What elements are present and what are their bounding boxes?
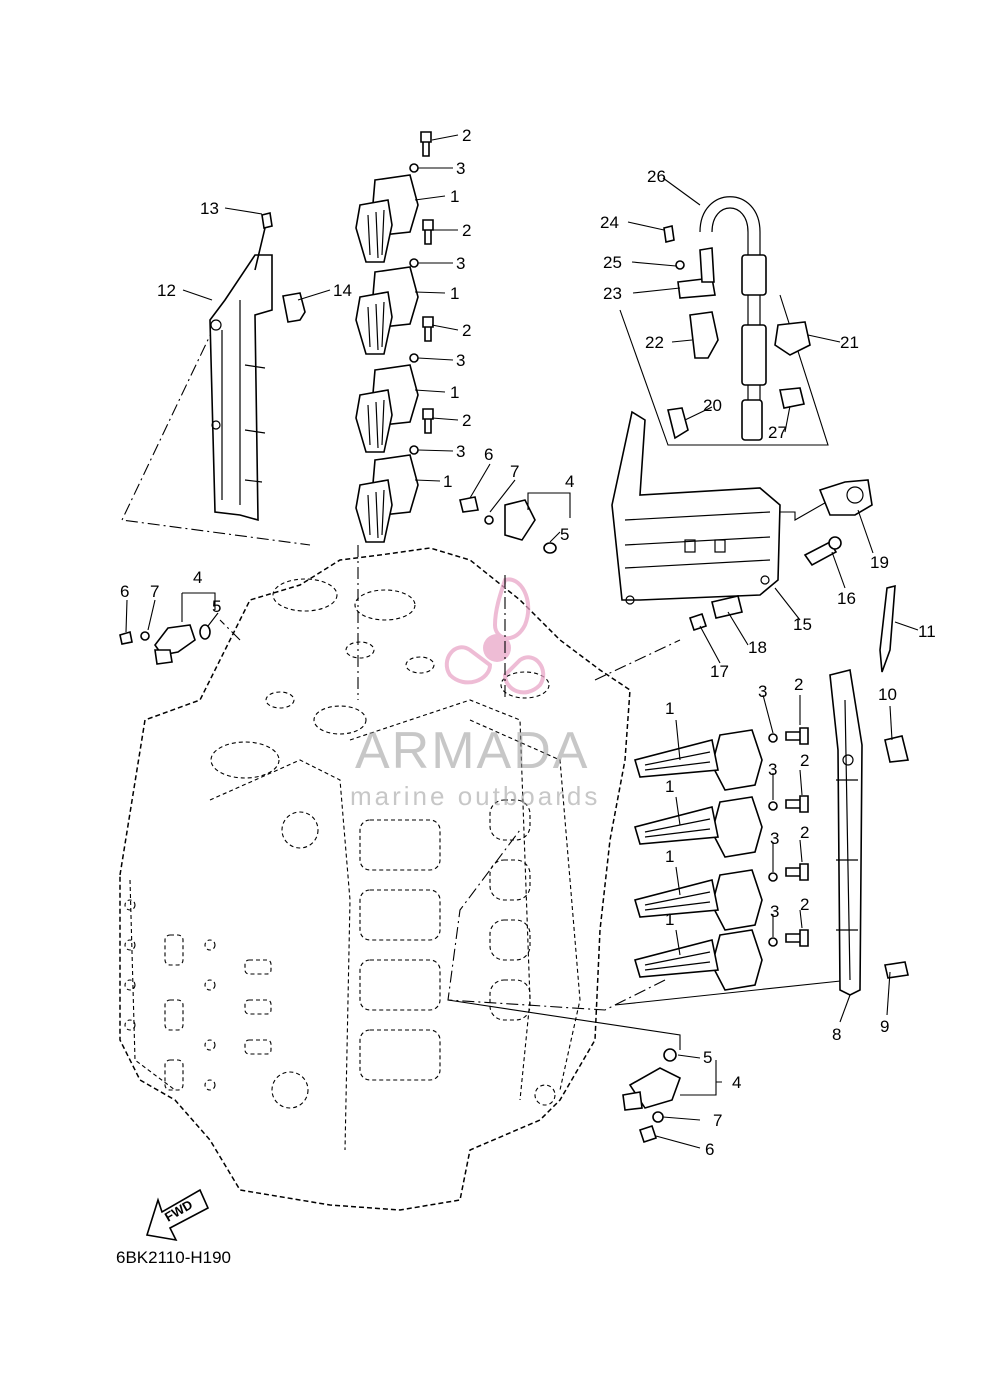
callout-3: 3 (768, 760, 777, 779)
callout-24: 24 (600, 213, 619, 232)
armada-watermark: ARMADA marine outboards (350, 577, 600, 811)
callout-3: 3 (770, 902, 779, 921)
ignition-coil (355, 364, 419, 453)
cam-sensor-bottom (622, 1048, 681, 1144)
coil-washer (409, 163, 419, 173)
watermark-brand: ARMADA (355, 722, 589, 780)
callout-3: 3 (770, 829, 779, 848)
callout-2: 2 (800, 751, 809, 770)
coil-washer (409, 445, 419, 455)
callout-2: 2 (462, 321, 471, 340)
callout-2: 2 (462, 411, 471, 430)
ignition-coil (633, 929, 763, 991)
callout-2: 2 (800, 895, 809, 914)
callout-8: 8 (832, 1025, 841, 1044)
callout-2: 2 (794, 675, 803, 694)
coil-bolt (422, 219, 434, 245)
callout-6: 6 (705, 1140, 714, 1159)
callout-labels: 2 3 1 2 3 1 2 3 1 2 3 1 13 12 14 6 7 4 5… (120, 126, 936, 1159)
ignition-coil (355, 266, 419, 355)
cam-sensor-top (459, 496, 557, 554)
callout-14: 14 (333, 281, 352, 300)
callout-leaders (125, 134, 919, 1149)
callout-4: 4 (732, 1073, 741, 1092)
coil-washer (409, 353, 419, 363)
callout-25: 25 (603, 253, 622, 272)
callout-6: 6 (484, 445, 493, 464)
ignition-coil (355, 174, 419, 263)
callout-1: 1 (450, 187, 459, 206)
ecu-bracket-assembly (611, 196, 873, 632)
callout-9: 9 (880, 1017, 889, 1036)
callout-10: 10 (878, 685, 897, 704)
callout-13: 13 (200, 199, 219, 218)
callout-1: 1 (665, 847, 674, 866)
callout-5: 5 (560, 525, 569, 544)
cam-sensor-left (119, 624, 211, 665)
callout-1: 1 (665, 777, 674, 796)
callout-7: 7 (150, 582, 159, 601)
callout-3: 3 (758, 682, 767, 701)
assembly-lines (121, 294, 851, 1050)
coil-washer (409, 258, 419, 268)
callout-3: 3 (456, 442, 465, 461)
callout-5: 5 (703, 1048, 712, 1067)
propeller-logo-icon (444, 577, 546, 695)
callout-3: 3 (456, 159, 465, 178)
ignition-coil (633, 729, 763, 791)
callout-21: 21 (840, 333, 859, 352)
ignition-coil-stack-right (633, 727, 809, 991)
callout-2: 2 (800, 823, 809, 842)
callout-6: 6 (120, 582, 129, 601)
callout-15: 15 (793, 615, 812, 634)
right-wire-bracket (829, 584, 909, 996)
left-wire-bracket (209, 212, 306, 522)
fwd-arrow-icon: FWD (145, 1188, 210, 1242)
callout-12: 12 (157, 281, 176, 300)
callout-18: 18 (748, 638, 767, 657)
coil-bolt (422, 316, 434, 342)
callout-23: 23 (603, 284, 622, 303)
cylinder-block (119, 547, 631, 1211)
callout-2: 2 (462, 126, 471, 145)
ignition-coil (633, 796, 763, 858)
ignition-coil-stack-top (355, 131, 434, 543)
callout-26: 26 (647, 167, 666, 186)
callout-4: 4 (565, 472, 574, 491)
callout-20: 20 (703, 396, 722, 415)
callout-27: 27 (768, 423, 787, 442)
callout-5: 5 (212, 597, 221, 616)
callout-4: 4 (193, 568, 202, 587)
callout-1: 1 (665, 699, 674, 718)
callout-11: 11 (918, 622, 936, 641)
callout-22: 22 (645, 333, 664, 352)
ignition-coil (355, 454, 419, 543)
coil-bolt (422, 408, 434, 434)
diagram-code: 6BK2110-H190 (116, 1248, 231, 1267)
callout-7: 7 (713, 1111, 722, 1130)
callout-3: 3 (456, 351, 465, 370)
callout-19: 19 (870, 553, 889, 572)
callout-3: 3 (456, 254, 465, 273)
callout-1: 1 (443, 472, 452, 491)
callout-16: 16 (837, 589, 856, 608)
watermark-tagline: marine outboards (350, 781, 600, 811)
coil-bolt (420, 131, 432, 157)
callout-1: 1 (665, 910, 674, 929)
callout-2: 2 (462, 221, 471, 240)
callout-17: 17 (710, 662, 729, 681)
ignition-coil (633, 869, 763, 931)
callout-1: 1 (450, 383, 459, 402)
callout-7: 7 (510, 462, 519, 481)
callout-1: 1 (450, 284, 459, 303)
